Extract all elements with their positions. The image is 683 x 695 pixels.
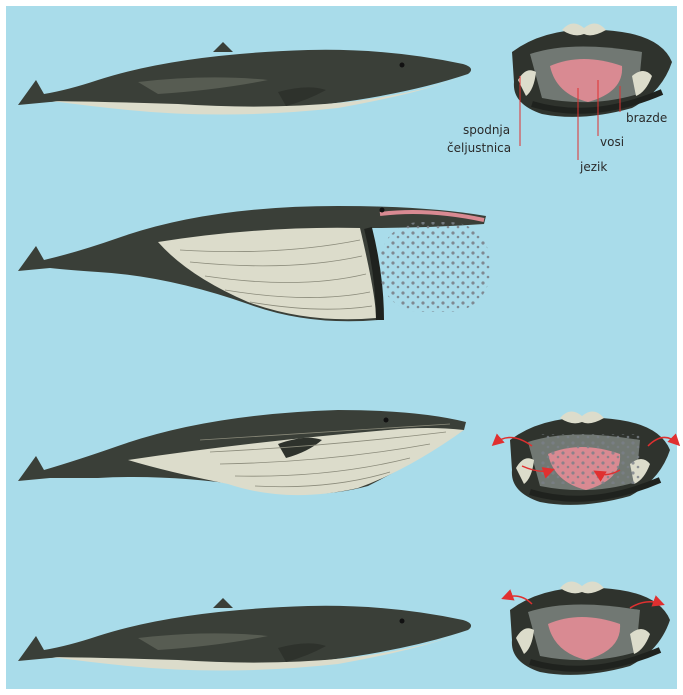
label-lower-jaw-line1: spodnja: [463, 123, 510, 137]
label-baleen: vosi: [600, 135, 624, 149]
label-lower-jaw-line2: čeljustnica: [447, 141, 511, 155]
label-tongue: jezik: [579, 160, 607, 174]
krill-cloud-icon: [380, 222, 490, 312]
label-grooves: brazde: [626, 111, 667, 125]
